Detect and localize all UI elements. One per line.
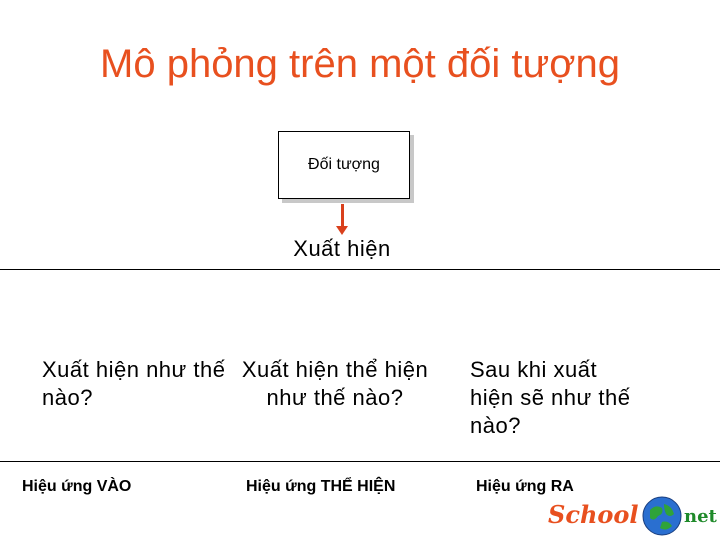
object-box: Đối tượng xyxy=(278,131,410,199)
effect-exit-label: Hiệu ứng RA xyxy=(476,478,574,495)
logo-net-text: net xyxy=(684,506,717,527)
object-box-label: Đối tượng xyxy=(308,156,380,173)
down-arrow-line xyxy=(341,204,344,232)
logo-school-text: School xyxy=(548,500,639,529)
divider-top xyxy=(0,269,720,270)
question-entrance: Xuất hiện như thế nào? xyxy=(42,356,242,412)
appear-label: Xuất hiện xyxy=(293,236,391,261)
question-exit: Sau khi xuất hiện sẽ như thế nào? xyxy=(470,356,640,440)
divider-middle xyxy=(0,461,720,462)
question-entrance-text: Xuất hiện như thế nào? xyxy=(42,357,226,410)
page-title: Mô phỏng trên một đối tượng xyxy=(100,42,620,86)
schoolnet-logo: School net xyxy=(548,496,718,540)
question-exit-text: Sau khi xuất hiện sẽ như thế nào? xyxy=(470,357,631,438)
globe-icon xyxy=(642,496,682,536)
effect-entrance-label: Hiệu ứng VÀO xyxy=(22,478,132,495)
question-emphasis: Xuất hiện thể hiện như thế nào? xyxy=(240,356,430,412)
question-emphasis-text: Xuất hiện thể hiện như thế nào? xyxy=(241,357,429,410)
down-arrow-head xyxy=(336,226,348,235)
effect-emphasis-label: Hiệu ứng THỂ HIỆN xyxy=(246,478,396,495)
